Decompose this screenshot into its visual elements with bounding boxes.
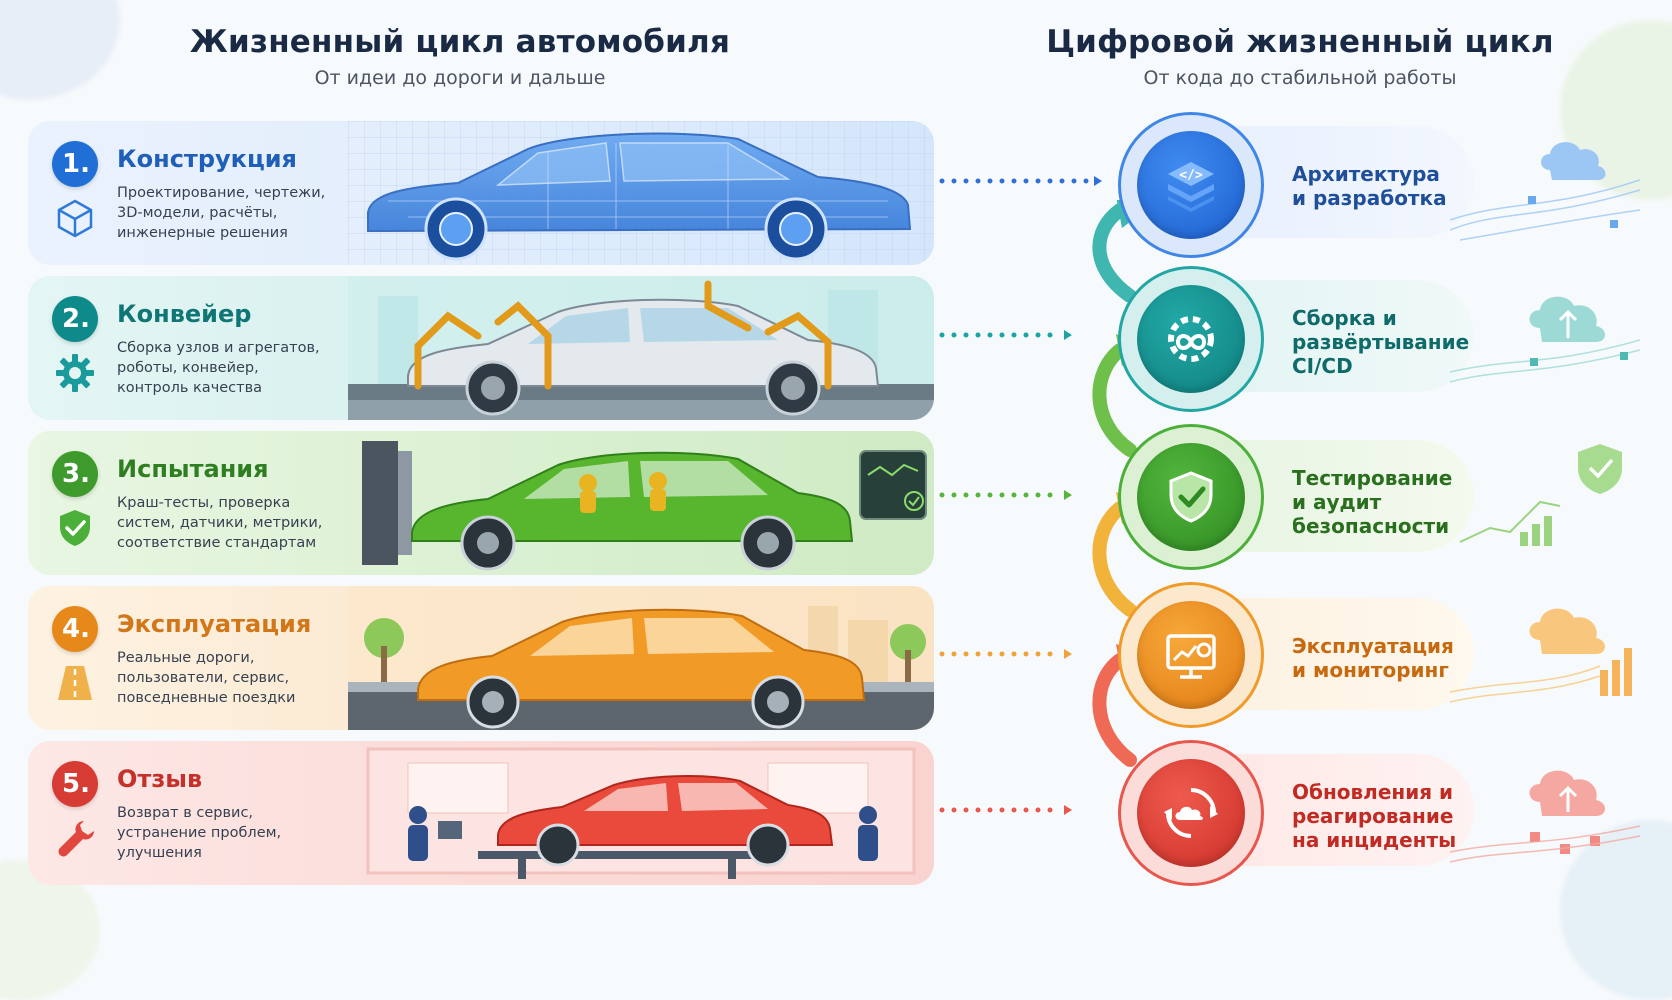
stage-card-testing[interactable]: 3. Испытания Краш-тесты, проверка систем… <box>28 431 934 575</box>
cloud-upload-decoration <box>1450 296 1640 383</box>
code-layers-icon: </> <box>1168 162 1214 212</box>
digital-stage-node-development[interactable]: </> <box>1118 112 1264 258</box>
stage-description: Возврат в сервис, устранение проблем, ул… <box>117 805 282 861</box>
stage-info: 5. Отзыв Возврат в сервис, устранение пр… <box>28 741 358 885</box>
shield-chart-decoration <box>1459 444 1622 546</box>
blueprint-car-illustration <box>348 121 934 265</box>
stage-description: Сборка узлов и агрегатов, роботы, конвей… <box>117 340 320 396</box>
stage-card-construction[interactable]: 1. Конструкция Проектирование, чертежи, … <box>28 121 934 265</box>
stage-title: Отзыв <box>117 765 203 793</box>
digital-stage-node-monitoring[interactable] <box>1118 582 1264 728</box>
stage-description: Проектирование, чертежи, 3D-модели, расч… <box>117 185 326 241</box>
stage-info: 1. Конструкция Проектирование, чертежи, … <box>28 121 358 265</box>
digital-stage-label: Обновления и реагирование на инциденты <box>1292 780 1457 852</box>
stage-number-badge: 3. <box>52 451 98 497</box>
stage-info: 3. Испытания Краш-тесты, проверка систем… <box>28 431 358 575</box>
stage-number: 2. <box>62 304 90 334</box>
stage-number-badge: 5. <box>52 761 98 807</box>
cloud-flow-decoration <box>1450 770 1640 863</box>
left-subtitle: От идеи до дороги и дальше <box>314 67 606 89</box>
gear-infinity-icon <box>1168 316 1214 362</box>
digital-stage-node-testing[interactable] <box>1118 424 1264 570</box>
digital-stage-node-cicd[interactable] <box>1118 266 1264 412</box>
stage-info: 4. Эксплуатация Реальные дороги, пользов… <box>28 586 358 730</box>
stage-number: 1. <box>62 149 90 179</box>
left-title: Жизненный цикл автомобиля <box>189 24 731 60</box>
stage-info: 2. Конвейер Сборка узлов и агрегатов, ро… <box>28 276 358 420</box>
crash-test-illustration <box>362 441 927 571</box>
stage-card-operation[interactable]: 4. Эксплуатация Реальные дороги, пользов… <box>28 586 934 730</box>
wrench-icon <box>58 821 94 857</box>
stage-number: 3. <box>62 459 90 489</box>
dotted-connectors <box>939 176 1102 815</box>
cloud-chart-decoration <box>1450 608 1632 703</box>
stage-number: 4. <box>62 614 90 644</box>
cube-icon <box>57 199 93 238</box>
digital-stage-node-incidents[interactable] <box>1118 740 1264 886</box>
stage-number-badge: 4. <box>52 606 98 652</box>
svg-text:</>: </> <box>1179 168 1203 183</box>
monitor-chart-icon <box>1166 634 1216 679</box>
stage-title: Конвейер <box>117 300 252 328</box>
gear-icon <box>56 354 94 392</box>
stage-number-badge: 1. <box>52 141 98 187</box>
digital-stage-label: Архитектура и разработка <box>1292 162 1447 210</box>
stage-card-assembly[interactable]: 2. Конвейер Сборка узлов и агрегатов, ро… <box>28 276 934 420</box>
stage-title: Испытания <box>117 455 269 483</box>
digital-stage-label: Эксплуатация и мониторинг <box>1292 634 1454 682</box>
shield-check-icon <box>1169 471 1213 523</box>
service-garage-illustration <box>366 747 916 879</box>
cloud-network-decoration <box>1450 142 1640 241</box>
stage-description: Краш-тесты, проверка систем, датчики, ме… <box>117 495 323 551</box>
right-subtitle: От кода до стабильной работы <box>1143 67 1457 89</box>
stage-card-recall[interactable]: 5. Отзыв Возврат в сервис, устранение пр… <box>28 741 934 885</box>
right-title: Цифровой жизненный цикл <box>1046 24 1554 60</box>
stage-number: 5. <box>62 769 90 799</box>
stage-description: Реальные дороги, пользователи, сервис, п… <box>117 650 296 706</box>
assembly-line-illustration <box>348 276 934 420</box>
digital-stage-label: Сборка и развёртывание CI/CD <box>1292 306 1470 378</box>
stage-title: Эксплуатация <box>117 610 312 638</box>
stage-title: Конструкция <box>117 145 297 173</box>
road-car-illustration <box>348 586 934 730</box>
shield-check-icon <box>60 510 90 546</box>
digital-stage-label: Тестирование и аудит безопасности <box>1292 466 1453 538</box>
stage-number-badge: 2. <box>52 296 98 342</box>
cloud-refresh-icon <box>1164 788 1218 838</box>
road-icon <box>58 666 92 700</box>
background-blob <box>0 0 120 100</box>
